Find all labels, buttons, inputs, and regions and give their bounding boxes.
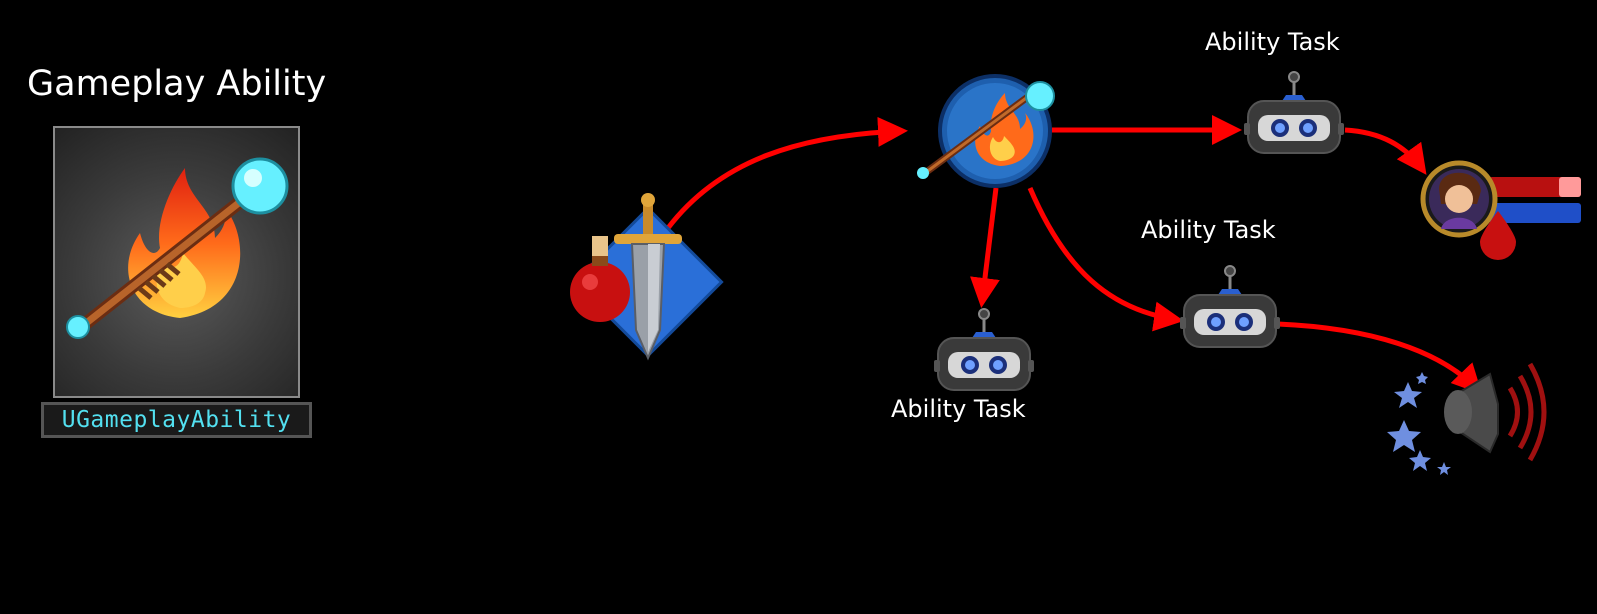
task-label-bottom: Ability Task [891,395,1026,423]
arrow-ability-to-task-bottom [970,187,1000,308]
arrow-task-to-speaker [1277,321,1483,395]
arrow-item-to-ability [666,116,908,230]
ability-title: Gameplay Ability [27,64,327,104]
ability-card [53,126,300,398]
robot-task-icon-bottom [932,307,1036,392]
class-name-label: UGameplayAbility [41,402,312,438]
ability-orb-icon [917,74,1055,188]
arrow-ability-to-task-middle [1027,187,1184,332]
speaker-sound-icon [1387,362,1547,475]
task-label-top: Ability Task [1205,28,1340,56]
character-avatar-icon [1420,160,1581,260]
task-label-middle: Ability Task [1141,216,1276,244]
item-diamond-icon [570,193,724,361]
robot-task-icon-top [1242,70,1346,155]
fire-staff-icon [66,157,289,339]
flow-arrows [666,115,1483,395]
arrow-task-to-character [1344,127,1427,175]
robot-task-icon-middle [1178,264,1282,349]
